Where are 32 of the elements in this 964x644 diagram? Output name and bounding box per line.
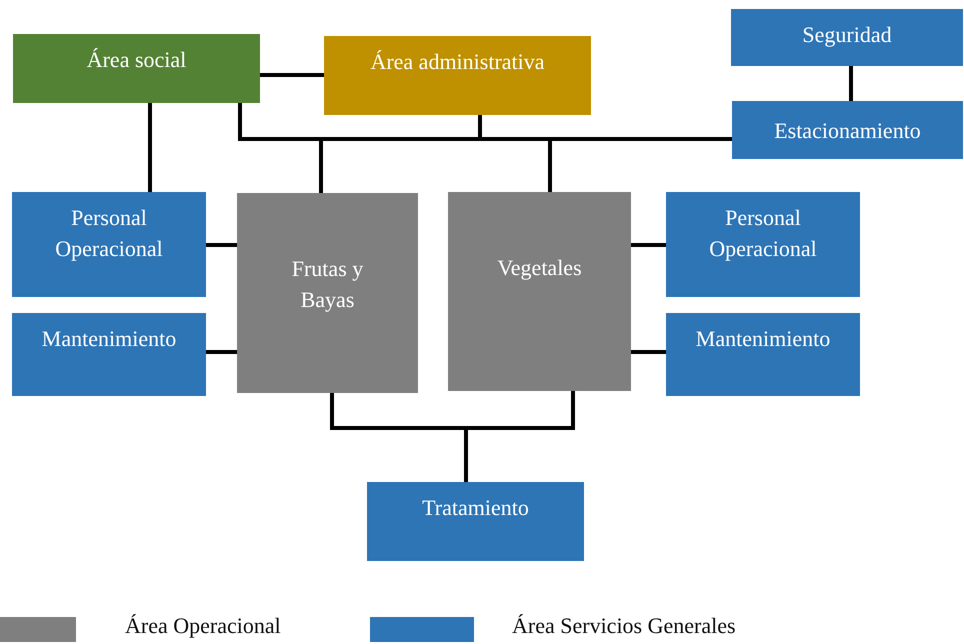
area-label: Personal Operacional bbox=[708, 204, 818, 263]
connector-line bbox=[148, 103, 152, 192]
connector-line bbox=[631, 350, 666, 354]
connector-line bbox=[631, 243, 666, 247]
connector-line bbox=[260, 73, 324, 77]
area-label: Seguridad bbox=[802, 21, 892, 49]
area-label: Personal Operacional bbox=[54, 204, 164, 263]
connector-line bbox=[206, 350, 237, 354]
area-box bbox=[12, 313, 206, 396]
legend-label: Área Servicios Generales bbox=[512, 613, 736, 639]
area-box bbox=[666, 192, 860, 297]
area-label: Mantenimiento bbox=[42, 325, 176, 353]
area-box bbox=[324, 36, 591, 115]
area-label: Tratamiento bbox=[422, 494, 529, 522]
legend-label: Área Operacional bbox=[125, 613, 281, 639]
connector-line bbox=[206, 243, 237, 247]
area-box bbox=[448, 192, 631, 391]
area-box bbox=[367, 482, 584, 561]
area-label: Mantenimiento bbox=[696, 325, 830, 353]
connector-line bbox=[548, 137, 732, 192]
area-label: Estacionamiento bbox=[774, 116, 921, 144]
area-box bbox=[732, 101, 963, 159]
area-box bbox=[731, 9, 963, 66]
area-label: Frutas y Bayas bbox=[290, 255, 364, 314]
area-label: Vegetales bbox=[497, 254, 582, 282]
area-box bbox=[237, 193, 418, 393]
area-box bbox=[13, 34, 260, 103]
area-box bbox=[12, 192, 206, 297]
area-label: Área social bbox=[86, 46, 186, 74]
area-box bbox=[666, 313, 860, 396]
connector-line bbox=[849, 66, 853, 101]
area-label: Área administrativa bbox=[370, 48, 545, 76]
